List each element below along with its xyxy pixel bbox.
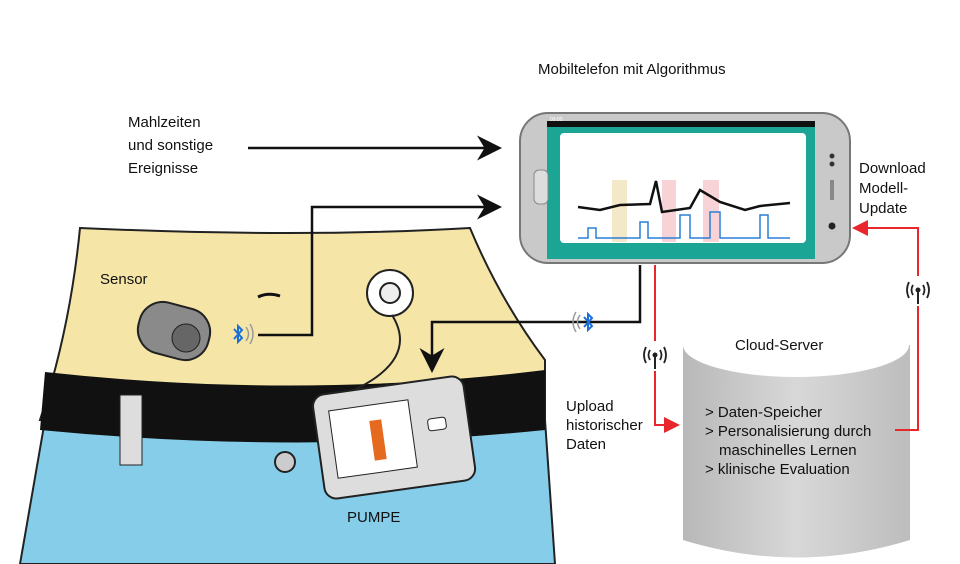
upload-label-line1: Upload <box>566 398 614 415</box>
download-label-line2: Modell- <box>859 180 909 197</box>
bluetooth-icon <box>233 323 254 345</box>
smartphone <box>519 112 851 264</box>
cloud-server-cylinder <box>683 313 910 558</box>
download-label-line1: Download <box>859 160 926 177</box>
cloud-item: > Personalisierung durch <box>705 423 872 440</box>
bluetooth-icon <box>572 311 594 333</box>
cloud-item: > Daten-Speicher <box>705 404 823 421</box>
download-label-line3: Update <box>859 200 908 217</box>
pump-command-arrow <box>419 265 642 373</box>
events-label-line3: Ereignisse <box>128 160 199 177</box>
antenna-icon <box>906 276 930 306</box>
sensor-arrow <box>258 194 502 337</box>
phone-status-time: 09:00 <box>550 117 563 123</box>
sensor-device <box>136 300 212 362</box>
cloud-feature-list: > Daten-Speicher > Personalisierung durc… <box>705 403 871 479</box>
pump-device <box>312 375 477 500</box>
infusion-site <box>349 269 414 393</box>
upload-label-line2: historischer <box>566 417 643 434</box>
sensor-label: Sensor <box>100 271 148 288</box>
torso <box>18 226 557 564</box>
events-label-line2: und sonstige <box>128 137 214 154</box>
upload-label-line3: Daten <box>566 436 607 453</box>
antenna-icon <box>643 341 667 371</box>
cloud-item: maschinelles Lernen <box>719 442 857 459</box>
phone-title: Mobiltelefon mit Algorithmus <box>538 61 726 78</box>
cloud-item: > klinische Evaluation <box>705 461 850 478</box>
events-label-line1: Mahlzeiten <box>128 114 201 131</box>
cloud-title: Cloud-Server <box>735 337 824 354</box>
download-link <box>852 220 919 431</box>
upload-link <box>654 265 680 433</box>
pump-label: PUMPE <box>347 509 401 526</box>
